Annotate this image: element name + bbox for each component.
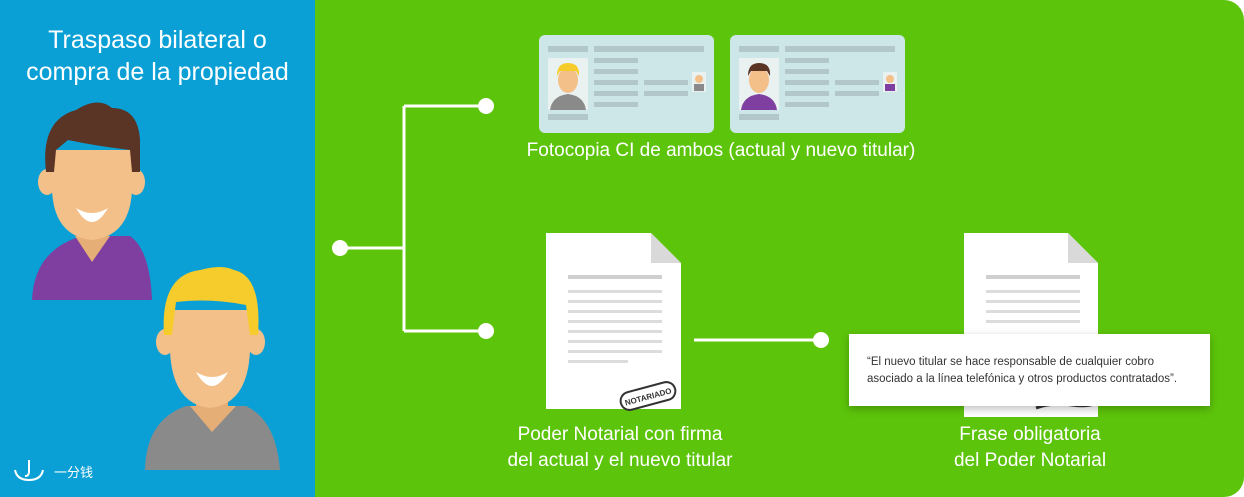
person-dark-hair-icon: [32, 102, 152, 300]
panel-title-line-1: Traspaso bilateral o: [48, 26, 267, 54]
notary-stamp: NOTARIADO: [619, 381, 677, 411]
id-card-dark-hair-icon: [730, 35, 905, 133]
node-id-copies: [478, 98, 494, 114]
node-power-of-attorney: [478, 323, 494, 339]
brand-mark-icon: [14, 460, 44, 482]
caption-power-of-attorney: Poder Notarial con firma del actual y el…: [480, 422, 760, 474]
caption-power-line-2: del actual y el nuevo titular: [507, 450, 733, 471]
panel-title: Traspaso bilateral o compra de la propie…: [0, 24, 315, 88]
left-panel: Traspaso bilateral o compra de la propie…: [0, 0, 315, 497]
caption-id-copies-text: Fotocopia CI de ambos (actual y nuevo ti…: [526, 140, 916, 161]
person-blond-hair-icon: [145, 267, 280, 470]
quote-card: “El nuevo titular se hace responsable de…: [849, 334, 1210, 406]
id-card-blond-icon: [539, 35, 714, 133]
caption-id-copies: Fotocopia CI de ambos (actual y nuevo ti…: [505, 138, 937, 164]
notarized-document-icon: NOTARIADO: [546, 233, 681, 411]
people-illustration: [32, 102, 280, 470]
panel-title-line-2: compra de la propiedad: [26, 58, 289, 86]
caption-power-line-1: Poder Notarial con firma: [517, 424, 723, 445]
quote-line-2: asociado a la línea telefónica y otros p…: [867, 373, 1178, 385]
brand-logo: 一分钱: [12, 458, 93, 484]
caption-phrase-line-2: del Poder Notarial: [953, 450, 1107, 471]
node-mandatory-phrase: [813, 332, 829, 348]
quote-line-1: “El nuevo titular se hace responsable de…: [867, 356, 1155, 368]
caption-mandatory-phrase: Frase obligatoria del Poder Notarial: [920, 422, 1140, 474]
caption-phrase-line-1: Frase obligatoria: [959, 424, 1101, 445]
brand-text: 一分钱: [54, 464, 94, 480]
node-start: [332, 240, 348, 256]
connector-lines: [340, 104, 821, 342]
